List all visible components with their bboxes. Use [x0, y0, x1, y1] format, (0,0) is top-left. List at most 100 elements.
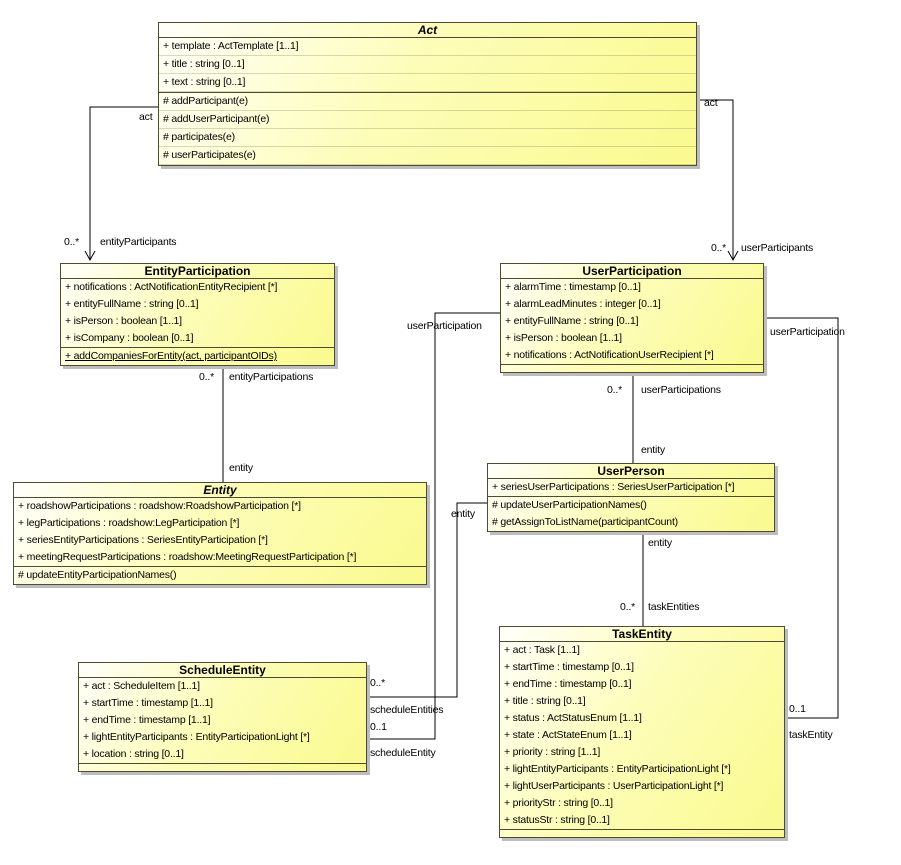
operation-row: # updateEntityParticipationNames() — [18, 569, 177, 581]
class-title: UserParticipation — [501, 264, 763, 279]
attribute-row: + notifications : ActNotificationEntityR… — [65, 281, 278, 293]
operations-compartment — [79, 763, 366, 771]
class-title: Entity — [14, 483, 426, 498]
attribute-row: + entityFullName : string [0..1] — [505, 315, 639, 327]
attributes-compartment: + act : ScheduleItem [1..1] + startTime :… — [79, 678, 366, 763]
attribute-row: + lightEntityParticipants : EntityPartic… — [504, 763, 731, 775]
edge-label: entity — [229, 462, 253, 474]
class-scheduleentity[interactable]: ScheduleEntity+ act : ScheduleItem [1..1… — [78, 662, 367, 772]
operations-compartment — [501, 364, 763, 372]
edge-label: act — [704, 97, 718, 109]
attributes-compartment: + roadshowParticipations : roadshow:Road… — [14, 498, 426, 566]
edge-label: entityParticipations — [229, 371, 314, 383]
attribute-row: + isCompany : boolean [0..1] — [65, 332, 194, 344]
attributes-compartment: + alarmTime : timestamp [0..1]+ alarmLea… — [501, 279, 763, 364]
operation-row: + addCompaniesForEntity(act, participant… — [65, 350, 277, 362]
edge-label: userParticipants — [741, 242, 814, 254]
attribute-row: + startTime : timestamp [0..1] — [504, 661, 634, 673]
operation-row: # addUserParticipant(e) — [159, 111, 696, 129]
operation-row: # getAssignToListName(participantCount) — [492, 516, 678, 528]
edge-label: entity — [451, 508, 475, 520]
class-title: TaskEntity — [500, 627, 784, 642]
class-title: EntityParticipation — [61, 264, 334, 279]
attribute-row: + roadshowParticipations : roadshow:Road… — [18, 500, 301, 512]
attribute-row: + seriesUserParticipations : SeriesUserP… — [492, 481, 735, 493]
class-userparticipation[interactable]: UserParticipation+ alarmTime : timestamp… — [500, 263, 764, 373]
attribute-row: + statusStr : string [0..1] — [504, 814, 610, 826]
attribute-row: + isPerson : boolean [1..1] — [65, 315, 182, 327]
attribute-row: + alarmLeadMinutes : integer [0..1] — [505, 298, 661, 310]
edge-label: 0..* — [711, 242, 726, 254]
attribute-row: + location : string [0..1] — [83, 748, 184, 760]
operation-row: # addParticipant(e) — [159, 93, 696, 111]
class-entityparticipation[interactable]: EntityParticipation + notifications : Act… — [60, 263, 335, 366]
attribute-row: + notifications : ActNotificationUserRec… — [505, 349, 714, 361]
attributes-compartment: + seriesUserParticipations : SeriesUserP… — [488, 479, 774, 496]
attribute-row: + legParticipations : roadshow:LegPartic… — [18, 517, 240, 529]
class-title: Act — [159, 23, 696, 38]
attribute-row: + startTime : timestamp [1..1] — [83, 697, 213, 709]
open-arrowhead-icon — [84, 250, 96, 262]
edge-label: entityParticipants — [100, 236, 177, 248]
attribute-row: + priority : string [1..1] — [504, 746, 601, 758]
attribute-row: + priorityStr : string [0..1] — [504, 797, 613, 809]
attribute-row: + text : string [0..1] — [159, 74, 696, 92]
edge-label: 0..* — [64, 236, 79, 248]
connector-userparticipation-taskentity — [761, 317, 839, 719]
operations-compartment — [500, 829, 784, 837]
attribute-row: + template : ActTemplate [1..1] — [159, 38, 696, 56]
edge-label: entity — [648, 537, 672, 549]
attribute-row: + isPerson : boolean [1..1] — [505, 332, 622, 344]
attribute-row: + lightEntityParticipants : EntityPartic… — [83, 731, 310, 743]
class-taskentity[interactable]: TaskEntity + act : Task [1..1] + startTime… — [499, 626, 785, 838]
operations-compartment: + addCompaniesForEntity(act, participant… — [61, 347, 334, 365]
attribute-row: + title : string [0..1] — [159, 56, 696, 74]
attribute-row: + seriesEntityParticipations : SeriesEnt… — [18, 534, 268, 546]
edge-label: userParticipation — [407, 320, 482, 332]
edge-label: taskEntities — [648, 601, 700, 613]
open-arrowhead-icon — [727, 250, 739, 262]
attribute-row: + entityFullName : string [0..1] — [65, 298, 199, 310]
edge-label: 0..1 — [789, 703, 806, 715]
edge-label: 0..* — [607, 384, 622, 396]
class-title: UserPerson — [488, 464, 774, 479]
operation-row: # updateUserParticipationNames() — [492, 499, 647, 511]
attribute-row: + endTime : timestamp [0..1] — [504, 678, 632, 690]
edge-label: entity — [641, 444, 665, 456]
operations-compartment: # updateUserParticipationNames() # getAss… — [488, 496, 774, 531]
attribute-row: + lightUserParticipants : UserParticipat… — [504, 780, 724, 792]
attribute-row: + title : string [0..1] — [504, 695, 586, 707]
edge-label: 0..* — [620, 601, 635, 613]
operation-row: # participates(e) — [159, 129, 696, 147]
class-entity[interactable]: Entity + roadshowParticipations : roadsho… — [13, 482, 427, 585]
edge-label: 0..* — [199, 371, 214, 383]
edge-label: scheduleEntities — [370, 704, 444, 716]
attributes-compartment: + act : Task [1..1] + startTime : timesta… — [500, 642, 784, 829]
attribute-row: + endTime : timestamp [1..1] — [83, 714, 211, 726]
edge-label: 0..1 — [370, 721, 387, 733]
operations-compartment: # addParticipant(e)# addUserParticipant(… — [159, 92, 696, 165]
attribute-row: + act : ScheduleItem [1..1] — [83, 680, 200, 692]
connector-userperson-scheduleentity — [363, 502, 489, 698]
edge-label: act — [139, 111, 153, 123]
class-act[interactable]: Act+ template : ActTemplate [1..1]+ titl… — [158, 22, 697, 166]
class-title: ScheduleEntity — [79, 663, 366, 678]
class-userperson[interactable]: UserPerson + seriesUserParticipations : S… — [487, 463, 775, 532]
attribute-row: + state : ActStateEnum [1..1] — [504, 729, 632, 741]
attributes-compartment: + template : ActTemplate [1..1]+ title :… — [159, 38, 696, 92]
connector-act-userparticipation — [694, 99, 734, 260]
connector-act-entityparticipation — [89, 106, 160, 260]
attributes-compartment: + notifications : ActNotificationEntityR… — [61, 279, 334, 347]
edge-label: 0..* — [370, 677, 385, 689]
operations-compartment: # updateEntityParticipationNames() — [14, 566, 426, 584]
edge-label: taskEntity — [789, 729, 833, 741]
attribute-row: + meetingRequestParticipations : roadsho… — [18, 551, 357, 563]
attribute-row: + act : Task [1..1] — [504, 644, 580, 656]
edge-label: userParticipation — [770, 326, 845, 338]
connector-userparticipation-scheduleentity — [363, 312, 502, 740]
edge-label: userParticipations — [641, 384, 721, 396]
operation-row: # userParticipates(e) — [159, 147, 696, 165]
attribute-row: + status : ActStatusEnum [1..1] — [504, 712, 642, 724]
